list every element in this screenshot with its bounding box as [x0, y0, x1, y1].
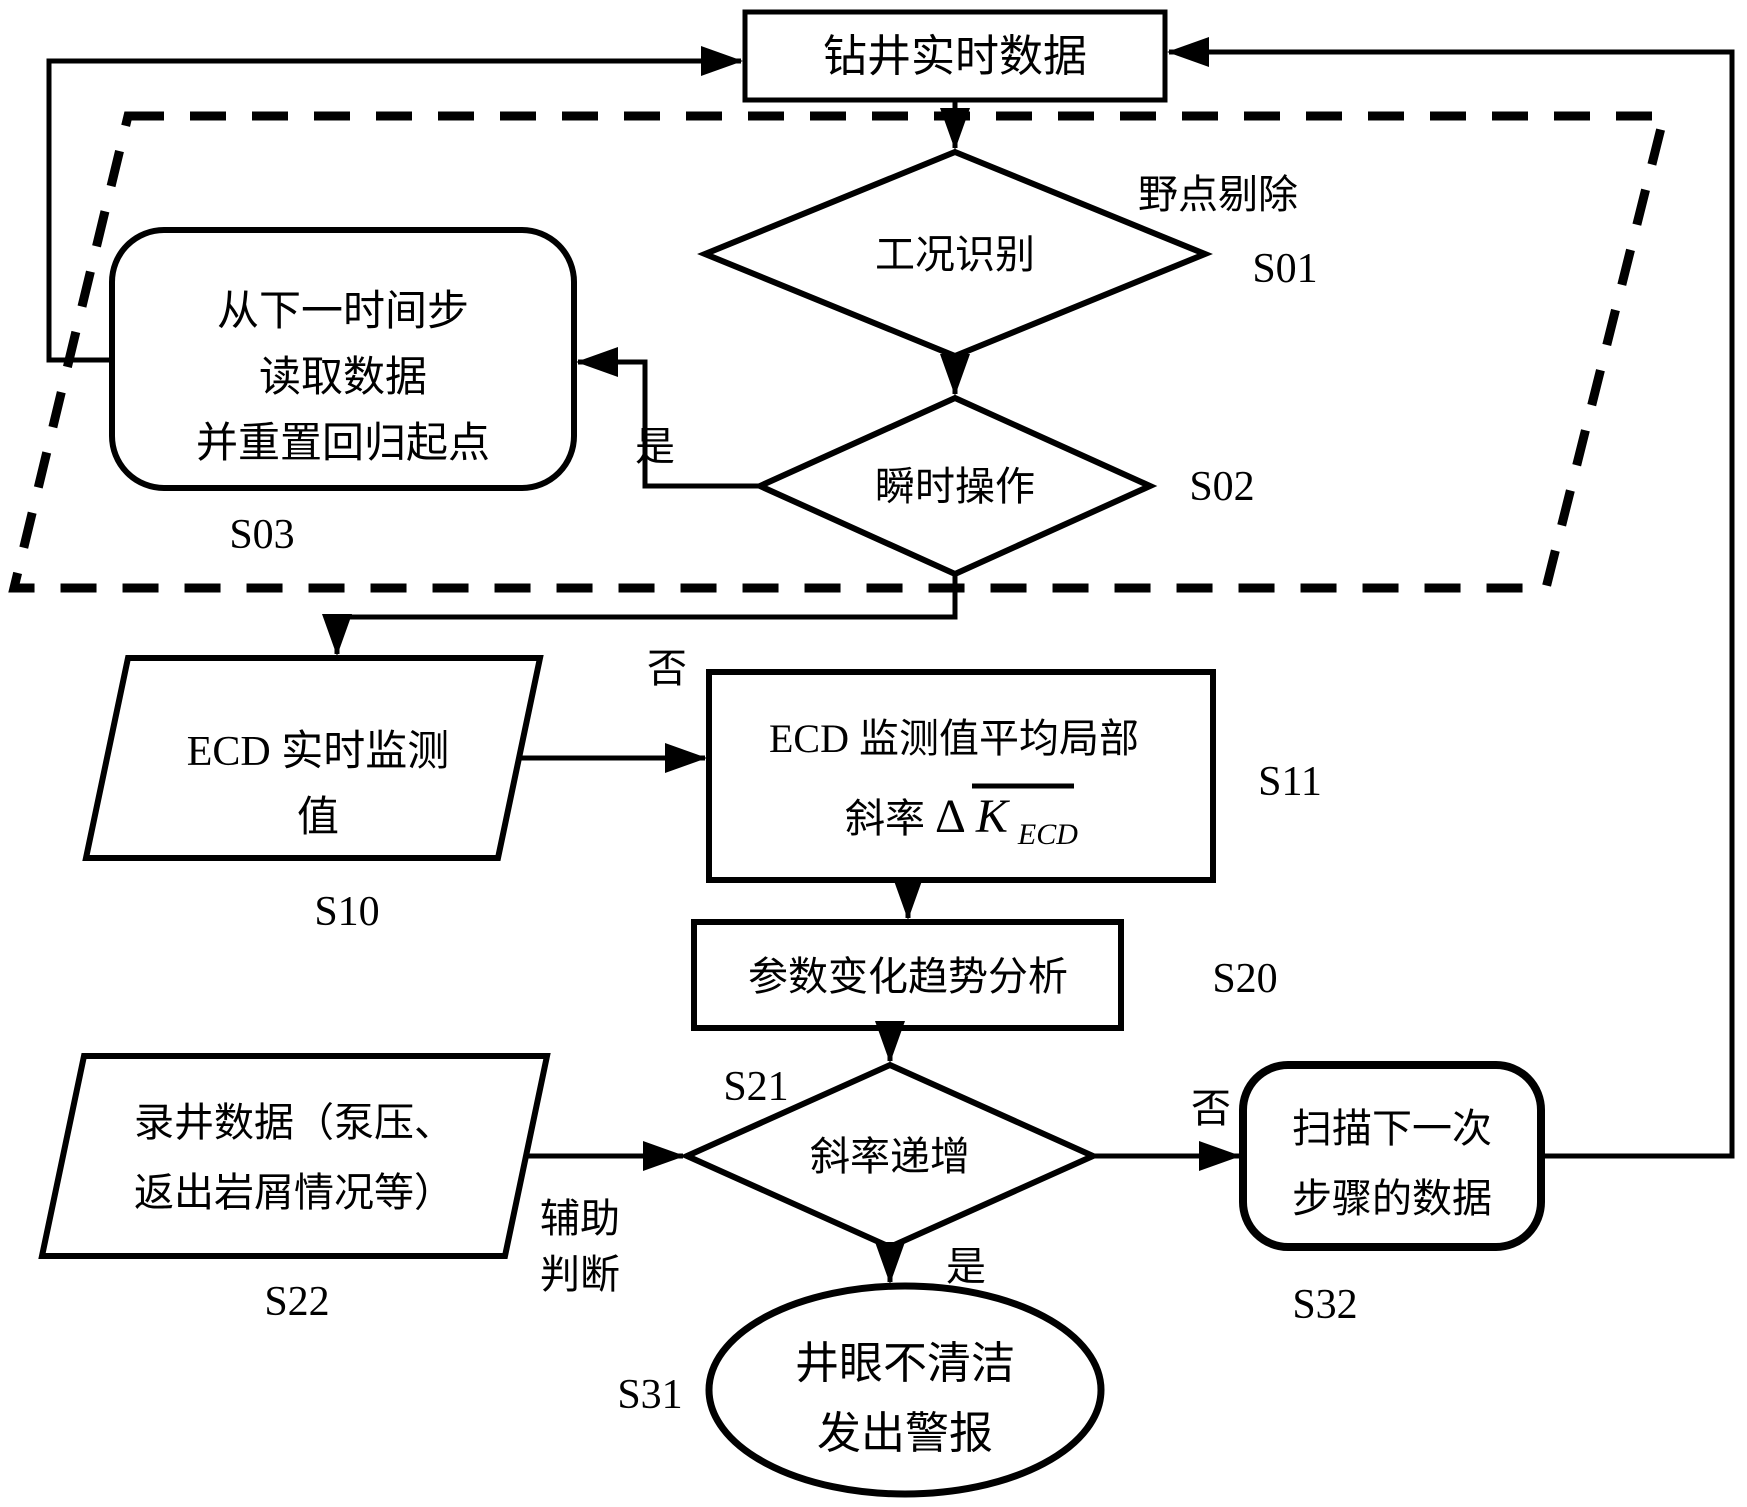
step-label-s10: S10 [314, 889, 379, 935]
edge-s03-feedback-to-topbox [46, 46, 743, 363]
ecd-realtime-line1: ECD 实时监测 [187, 728, 450, 775]
trend-analysis-box [691, 919, 1124, 1031]
ecd-realtime-line2: 值 [297, 795, 339, 841]
ecd-local-slope-line1: ECD 监测值平均局部 [769, 716, 1139, 761]
scan-next-step-box [1239, 1061, 1545, 1251]
transient-operation-label: 瞬时操作 [875, 464, 1035, 509]
step-label-s31: S31 [617, 1372, 682, 1418]
condition-recognition-label: 工况识别 [875, 232, 1035, 277]
mud-logging-line1: 录井数据（泵压、 [134, 1100, 454, 1145]
scan-next-step-line2: 步骤的数据 [1292, 1176, 1492, 1221]
step-label-s01: S01 [1252, 246, 1317, 292]
step-label-s22: S22 [264, 1279, 329, 1325]
condition-recognition-diamond [697, 148, 1213, 360]
read-next-timestep-line1: 从下一时间步 [217, 289, 469, 335]
step-label-s11: S11 [1258, 759, 1322, 805]
no-label-top: 否 [647, 646, 687, 691]
node-slope-increasing: 斜率递增 [679, 1061, 1101, 1251]
read-next-timestep-box [109, 227, 577, 491]
yes-label-top: 是 [635, 424, 675, 469]
node-mud-logging: 录井数据（泵压、 返出岩屑情况等） [38, 1053, 551, 1259]
formula-delta-symbol: Δ [935, 790, 966, 843]
scan-next-step-line1: 扫描下一次 [1292, 1106, 1492, 1151]
step-label-s21: S21 [723, 1064, 788, 1110]
no-label-right: 否 [1191, 1086, 1231, 1131]
aux-judgment-line1: 辅助 [540, 1196, 620, 1241]
trend-analysis-label: 参数变化趋势分析 [748, 954, 1068, 999]
preprocessing-dashed-region [8, 111, 1670, 593]
transient-operation-diamond [752, 394, 1158, 578]
ecd-realtime-parallelogram [82, 655, 544, 861]
read-next-timestep-line2: 读取数据 [259, 355, 427, 401]
alarm-ellipse [705, 1282, 1105, 1498]
edge-s32-feedback-to-topbox [1167, 37, 1735, 1159]
step-label-s32: S32 [1292, 1282, 1357, 1328]
yes-label-bottom: 是 [946, 1244, 986, 1289]
ecd-local-slope-box [706, 669, 1216, 883]
formula-ecd-subscript: ECD [1017, 818, 1078, 851]
step-label-s03: S03 [229, 512, 294, 558]
formula-k-symbol: K [975, 790, 1011, 843]
aux-judgment-line2: 判断 [540, 1252, 620, 1297]
realtime-data-label: 钻井实时数据 [823, 32, 1087, 81]
realtime-data-box [742, 9, 1168, 103]
node-read-next-timestep: 从下一时间步 读取数据 并重置回归起点 [109, 227, 577, 491]
slope-increasing-diamond [679, 1061, 1101, 1251]
node-ecd-realtime: ECD 实时监测 值 [82, 655, 544, 861]
slope-increasing-label: 斜率递增 [810, 1134, 970, 1179]
alarm-line2: 发出警报 [817, 1409, 993, 1458]
node-condition-recognition: 工况识别 [697, 148, 1213, 360]
mud-logging-line2: 返出岩屑情况等） [134, 1170, 454, 1215]
formula-prefix: 斜率 [845, 796, 935, 841]
edge-s02-no-to-s10 [322, 574, 958, 656]
node-ecd-local-slope: ECD 监测值平均局部 斜率 Δ K ECD [706, 669, 1216, 883]
read-next-timestep-line3: 并重置回归起点 [196, 421, 490, 467]
node-alarm: 井眼不清洁 发出警报 [705, 1282, 1105, 1498]
node-realtime-data: 钻井实时数据 [742, 9, 1168, 103]
alarm-line1: 井眼不清洁 [795, 1339, 1015, 1388]
outlier-removal-label: 野点剔除 [1138, 172, 1298, 217]
node-transient-operation: 瞬时操作 [752, 394, 1158, 578]
edge-s02-yes-to-s03 [576, 347, 765, 489]
step-label-s02: S02 [1189, 464, 1254, 510]
node-scan-next-step: 扫描下一次 步骤的数据 [1239, 1061, 1545, 1251]
ecd-local-slope-formula: 斜率 Δ K ECD [845, 790, 1078, 851]
mud-logging-parallelogram [38, 1053, 551, 1259]
node-trend-analysis: 参数变化趋势分析 [691, 919, 1124, 1031]
step-label-s20: S20 [1212, 956, 1277, 1002]
